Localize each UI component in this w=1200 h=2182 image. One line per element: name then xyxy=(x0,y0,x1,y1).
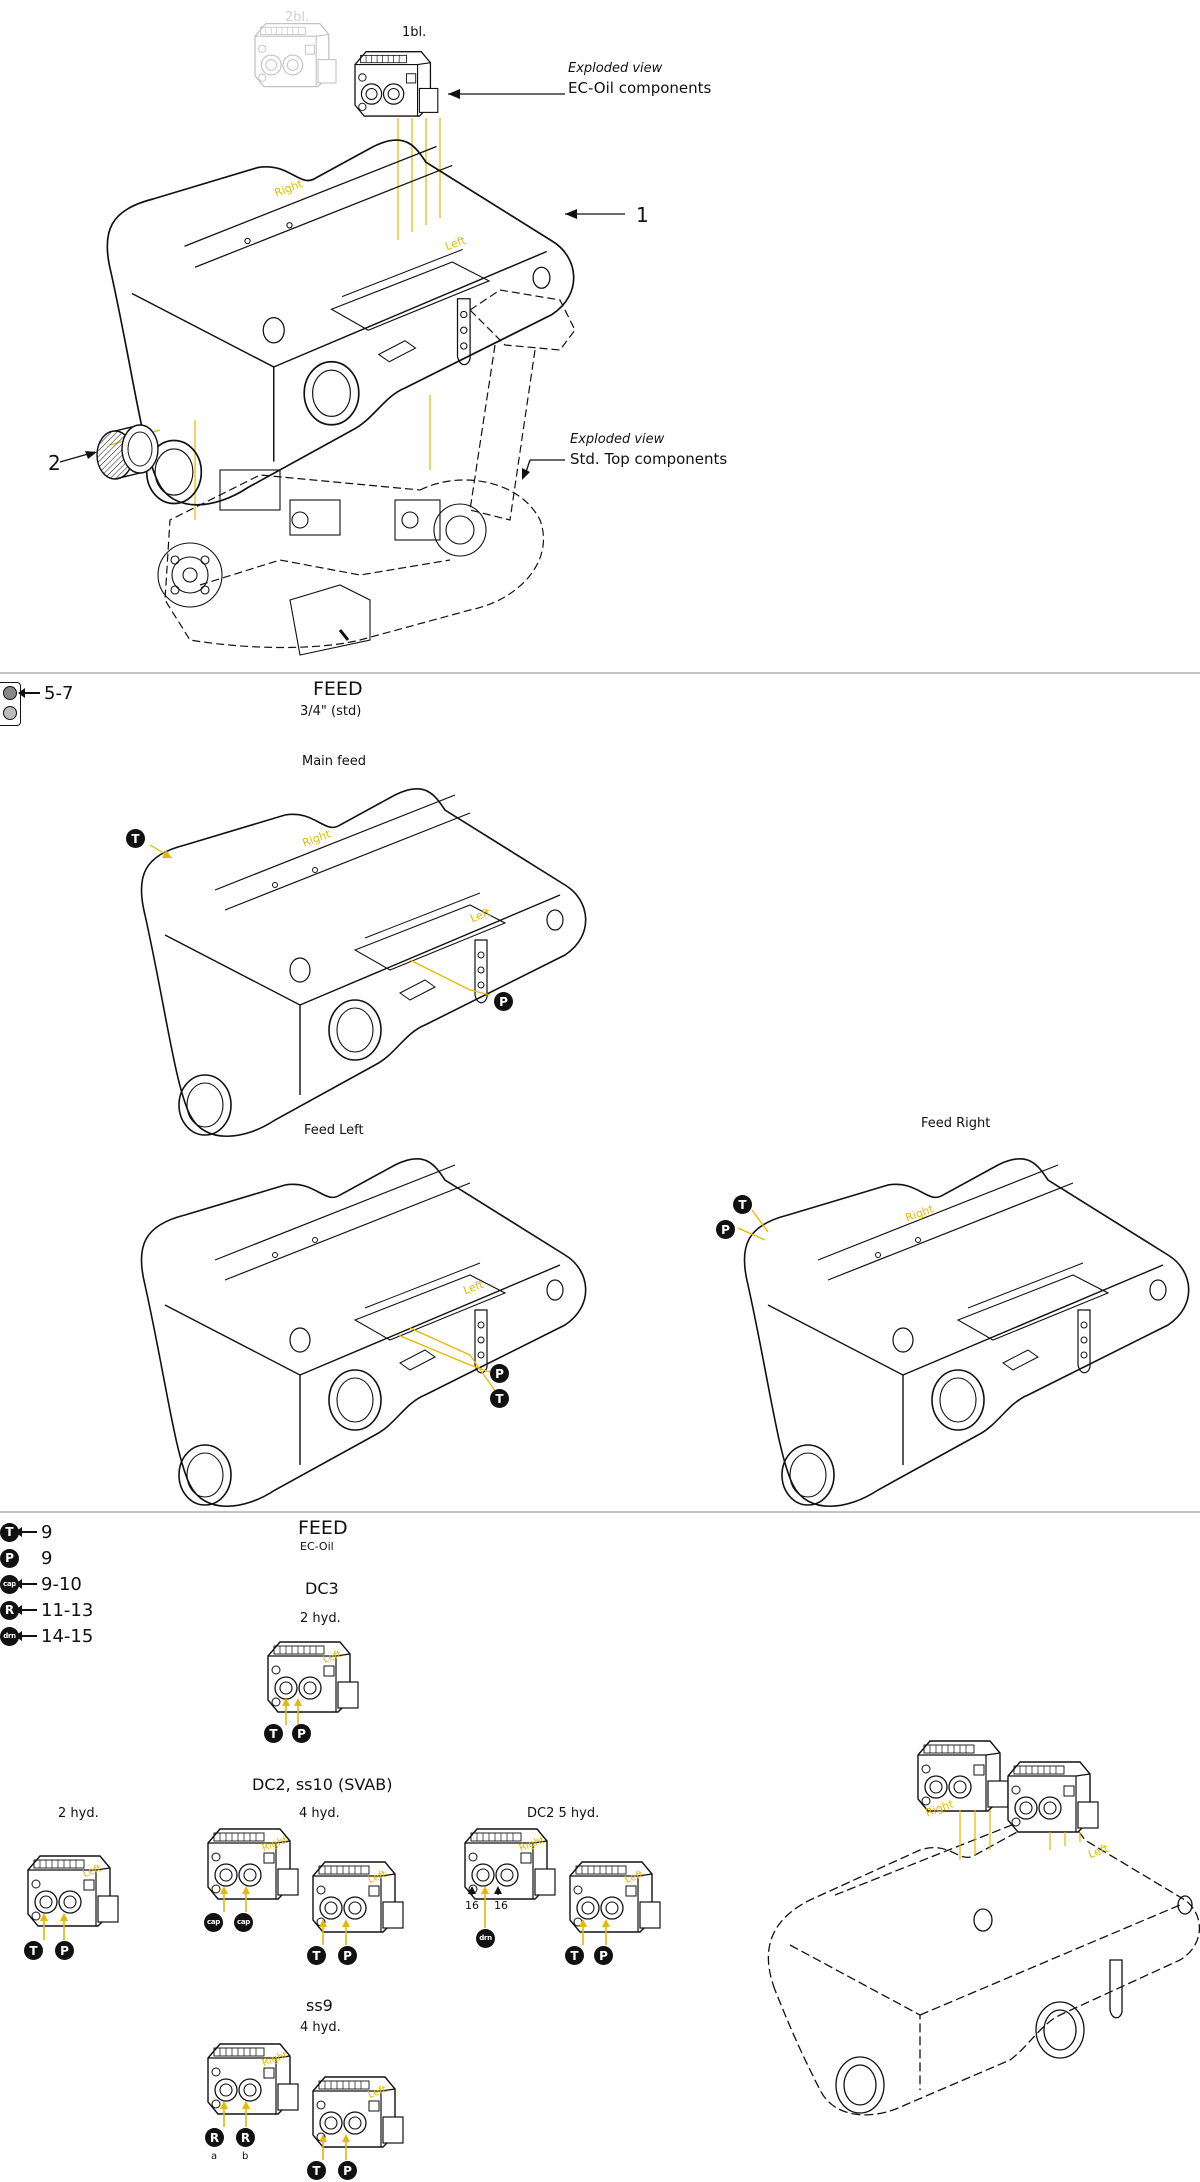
ec-legend-drn: drn 14-15 xyxy=(0,1625,93,1647)
ec-assembly-bracket xyxy=(767,1799,1200,2116)
dc3-valve xyxy=(267,1641,359,1713)
top-valve xyxy=(354,51,439,117)
dc3-hyd-label: 2 hyd. xyxy=(300,1611,341,1626)
feed-right-bracket xyxy=(743,1157,1190,1508)
legend-badge-t: T xyxy=(0,1522,19,1542)
ec-legend-t: T 9 xyxy=(0,1521,52,1543)
feed-right-label: Feed Right xyxy=(921,1116,991,1131)
exploded-ec-bold: EC-Oil components xyxy=(568,79,712,97)
exploded-std-bold: Std. Top components xyxy=(570,450,728,468)
callout-2: 2 xyxy=(48,451,61,475)
dc3-badge-p: P xyxy=(292,1724,311,1743)
feed-left-label: Feed Left xyxy=(304,1123,364,1138)
ec-legend-p: P 9 xyxy=(0,1547,52,1569)
dc3-badge-t: T xyxy=(264,1724,283,1743)
dc25-badge-p: P xyxy=(594,1946,613,1965)
legend-badge-drn: drn xyxy=(0,1626,19,1646)
dc3-label: DC3 xyxy=(305,1579,339,1598)
callout-1: 1 xyxy=(636,203,649,227)
legend-badge-p: P xyxy=(0,1548,19,1568)
ss9-valve-b xyxy=(312,2076,404,2148)
feed-std-title: FEED xyxy=(313,678,363,700)
dc25-num-16-b: 16 xyxy=(494,1899,508,1912)
ss9-hyd-label: 4 hyd. xyxy=(300,2020,341,2035)
feed-ec-title: FEED xyxy=(298,1517,348,1539)
feed-left-badge-t: T xyxy=(490,1389,509,1408)
main-feed-bracket xyxy=(140,787,587,1138)
g4-badge-t: T xyxy=(307,1946,326,1965)
dc25-badge-drn: drn xyxy=(476,1929,495,1948)
ec-assembly-valve-a xyxy=(917,1740,1009,1812)
legend-badge-r: R xyxy=(0,1600,19,1620)
g4-valve-b xyxy=(312,1861,404,1933)
g4-badge-cap-2: cap xyxy=(234,1913,253,1932)
ss9-badge-r-b: R xyxy=(236,2128,255,2147)
top-bracket xyxy=(106,139,575,506)
std-top-components xyxy=(164,289,576,649)
g2-badge-p: P xyxy=(55,1941,74,1960)
g4-badge-cap-1: cap xyxy=(204,1913,223,1932)
legend-badge-cap: cap xyxy=(0,1574,19,1594)
ss9-badge-p: P xyxy=(338,2161,357,2180)
qty-label: 1bl. xyxy=(402,25,427,40)
ss9-badge-t: T xyxy=(307,2161,326,2180)
ss9-sub-b: b xyxy=(242,2151,249,2162)
ghost-qty-label: 2bl. xyxy=(285,10,310,25)
feed-std-subtitle: 3/4" (std) xyxy=(300,704,362,719)
top-ghost-valve xyxy=(254,22,337,88)
double-port-icon xyxy=(0,682,22,726)
ec-legend-r: R 11-13 xyxy=(0,1599,93,1621)
exploded-ec-italic: Exploded view xyxy=(568,61,663,76)
dc25-label: DC2 5 hyd. xyxy=(527,1806,600,1821)
ss9-label: ss9 xyxy=(306,1996,333,2015)
g2-badge-t: T xyxy=(24,1941,43,1960)
ss9-badge-r-a: R xyxy=(205,2128,224,2147)
legend-arrow xyxy=(18,688,40,698)
feed-std-legend: 5-7 xyxy=(0,682,74,726)
main-feed-label: Main feed xyxy=(302,754,366,769)
dc25-num-16-a: 16 xyxy=(465,1899,479,1912)
main-feed-badge-p: P xyxy=(494,992,513,1011)
g4-badge-p: P xyxy=(338,1946,357,1965)
feed-right-badge-p: P xyxy=(716,1220,735,1239)
ec-legend-cap: cap 9-10 xyxy=(0,1573,82,1595)
ec-assembly-valve-b xyxy=(1007,1761,1099,1833)
legend-text: 5-7 xyxy=(44,682,74,704)
exploded-std-italic: Exploded view xyxy=(570,432,665,447)
feed-right-badge-t: T xyxy=(733,1195,752,1214)
bushing-part xyxy=(96,424,159,480)
dc2-group-label: DC2, ss10 (SVAB) xyxy=(252,1775,393,1794)
feed-ec-subtitle: EC-Oil xyxy=(300,1540,334,1553)
main-feed-badge-t: T xyxy=(126,829,145,848)
feed-left-badge-p: P xyxy=(490,1364,509,1383)
g4-hyd-label: 4 hyd. xyxy=(299,1806,340,1821)
g2-valve xyxy=(27,1855,119,1927)
dc25-badge-t: T xyxy=(565,1946,584,1965)
g2-hyd-label: 2 hyd. xyxy=(58,1806,99,1821)
feed-left-bracket xyxy=(140,1157,587,1508)
ss9-sub-a: a xyxy=(211,2151,218,2162)
